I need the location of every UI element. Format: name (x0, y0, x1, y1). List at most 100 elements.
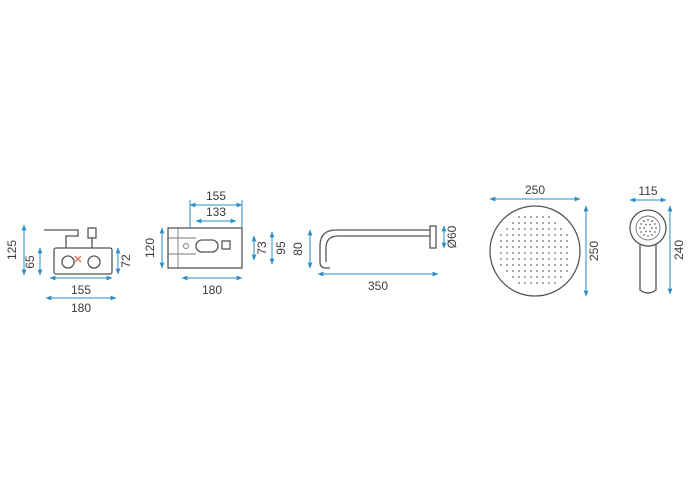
dim-80: 80 (291, 242, 305, 256)
nozzle-dot (518, 234, 520, 236)
nozzle-dot (548, 234, 550, 236)
nozzle-dot (518, 240, 520, 242)
nozzle-dot (518, 270, 520, 272)
dim-180-a: 180 (71, 301, 91, 315)
arm-outline (319, 229, 430, 269)
nozzle-dot (548, 276, 550, 278)
nozzle-dot (554, 234, 556, 236)
hand-nozzle-dot (654, 231, 656, 233)
hand-nozzle-dot (645, 230, 647, 233)
nozzle-dot (506, 270, 508, 272)
dim-250-height: 250 (587, 241, 601, 261)
nozzle-dot (530, 246, 532, 248)
nozzle-dot (554, 276, 556, 278)
hand-nozzle-dot (643, 220, 645, 222)
nozzle-dot (518, 222, 520, 224)
nozzle-dot (512, 246, 514, 248)
hand-shower-view: 115 240 (629, 184, 686, 295)
dim-240: 240 (672, 240, 686, 260)
nozzle-dot (530, 234, 532, 236)
nozzle-dot (530, 216, 532, 218)
nozzle-dot (506, 252, 508, 254)
head-shower-view: 250 250 (489, 183, 601, 297)
nozzle-dot (530, 270, 532, 272)
nozzle-dot (512, 258, 514, 260)
nozzle-dot (542, 246, 544, 248)
nozzle-dot (542, 228, 544, 230)
hand-nozzle-dot (643, 234, 645, 236)
nozzle-grid (500, 216, 568, 284)
hand-nozzle-dot (651, 234, 653, 236)
box-slot (195, 239, 219, 253)
dim-180-b: 180 (202, 283, 222, 297)
dim-73: 73 (255, 241, 269, 255)
nozzle-dot (566, 246, 568, 248)
nozzle-dot (542, 252, 544, 254)
nozzle-dot (500, 246, 502, 248)
nozzle-dot (524, 246, 526, 248)
dim-250-width: 250 (525, 183, 545, 197)
nozzle-dot (536, 234, 538, 236)
dim-95: 95 (274, 241, 288, 255)
nozzle-dot (536, 264, 538, 266)
nozzle-dot (524, 222, 526, 224)
nozzle-dot (530, 252, 532, 254)
nozzle-dot (542, 258, 544, 260)
nozzle-dot (518, 276, 520, 278)
nozzle-dot (542, 270, 544, 272)
nozzle-dot (512, 264, 514, 266)
nozzle-dot (566, 264, 568, 266)
hand-shower-head (629, 209, 667, 247)
dim-diameter-60: Ø60 (445, 225, 459, 248)
nozzle-dot (554, 252, 556, 254)
nozzle-dot (518, 216, 520, 218)
nozzle-dot (542, 216, 544, 218)
hand-nozzle-dot (639, 227, 641, 229)
nozzle-dot (506, 264, 508, 266)
nozzle-dot (512, 240, 514, 242)
nozzle-dot (524, 228, 526, 230)
nozzle-dot (512, 228, 514, 230)
nozzle-dot (500, 234, 502, 236)
nozzle-dot (500, 264, 502, 266)
nozzle-dot (548, 216, 550, 218)
nozzle-dot (542, 264, 544, 266)
nozzle-dot (560, 246, 562, 248)
nozzle-dot (518, 252, 520, 254)
hand-nozzle-dot (649, 230, 651, 233)
nozzle-dot (554, 222, 556, 224)
nozzle-dot (560, 276, 562, 278)
dim-155-a: 155 (71, 283, 91, 297)
mixer-side-view: 155 133 120 73 95 180 (143, 189, 288, 297)
nozzle-dot (512, 270, 514, 272)
nozzle-dot (566, 258, 568, 260)
diverter-knob (87, 227, 97, 239)
mixer-front-view: 125 65 72 155 180 (5, 224, 133, 315)
nozzle-dot (530, 222, 532, 224)
nozzle-dot (560, 252, 562, 254)
nozzle-dot (500, 252, 502, 254)
nozzle-dot (524, 234, 526, 236)
nozzle-dot (566, 240, 568, 242)
nozzle-dot (542, 282, 544, 284)
nozzle-dot (518, 228, 520, 230)
hand-nozzle-dot (651, 220, 653, 222)
nozzle-dot (548, 240, 550, 242)
nozzle-dot (548, 228, 550, 230)
nozzle-dot (560, 270, 562, 272)
nozzle-dot (554, 258, 556, 260)
nozzle-dot (512, 276, 514, 278)
nozzle-dot (524, 240, 526, 242)
nozzle-dot (530, 228, 532, 230)
nozzle-dot (530, 240, 532, 242)
valve-right (87, 255, 101, 269)
hand-shower-handle (639, 244, 657, 294)
nozzle-dot (500, 258, 502, 260)
nozzle-dot (506, 258, 508, 260)
nozzle-dot (542, 234, 544, 236)
hand-nozzle-dot (647, 235, 649, 237)
box-outline (167, 227, 243, 269)
nozzle-dot (548, 246, 550, 248)
